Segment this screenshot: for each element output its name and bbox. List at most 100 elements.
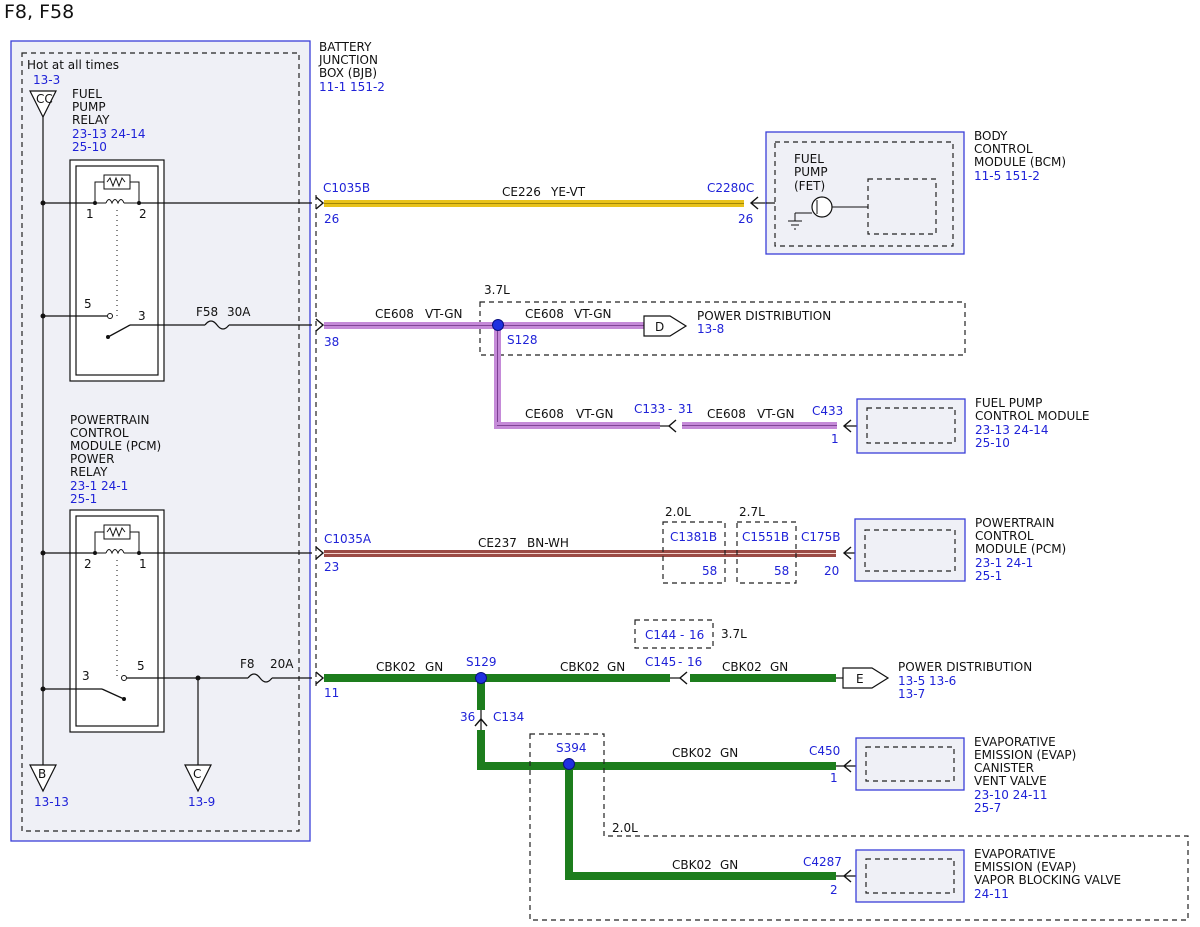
cbk02-color-4: GN [720, 746, 738, 760]
wire-ce608 [324, 322, 837, 429]
pcmr-pin2: 2 [84, 557, 92, 571]
c433-label: C433 [812, 404, 843, 418]
evap-block-name-2: EMISSION (EVAP) [974, 860, 1076, 874]
evap-vent-name-1: EVAPORATIVE [974, 735, 1056, 749]
cbk02-circuit-2: CBK02 [560, 660, 600, 674]
bcm-fet-1: FUEL [794, 152, 824, 166]
svg-text:-: - [680, 628, 684, 642]
c134-pin: 36 [460, 710, 475, 724]
ce608-color-2: VT-GN [574, 307, 611, 321]
bcm-fet-2: PUMP [794, 165, 828, 179]
cbk02-color-3: GN [770, 660, 788, 674]
wire-ce226 [324, 200, 744, 207]
c433-pin: 1 [831, 432, 839, 446]
pd-e-letter: E [856, 672, 864, 686]
c144-label: C144 [645, 628, 676, 642]
body-control-module [765, 131, 965, 255]
c1381b-pin: 58 [702, 564, 717, 578]
s394-label: S394 [556, 741, 587, 755]
evap-vent-refs-2: 25-7 [974, 801, 1001, 815]
fpr-pin5: 5 [84, 297, 92, 311]
evap-vent-name-4: VENT VALVE [974, 774, 1047, 788]
ce237-color: BN-WH [527, 536, 569, 550]
bcm-fet-3: (FET) [794, 179, 825, 193]
battery-junction-box: BATTERY JUNCTION BOX (BJB) 11-1 151-2 Ho… [10, 40, 385, 842]
ground-b-ref: 13-13 [34, 795, 69, 809]
ce237-eng-2-7l: 2.7L [739, 505, 765, 519]
pd-e-label: POWER DISTRIBUTION [898, 660, 1032, 674]
option-3-7l-box-2 [634, 619, 714, 649]
c133-pin: 31 [678, 402, 693, 416]
evap-block-name-3: VAPOR BLOCKING VALVE [974, 873, 1121, 887]
s129-label: S129 [466, 655, 497, 669]
fuel-pump-relay-refs-1: 23-13 24-14 [72, 127, 146, 141]
pcm-relay-name-1: POWERTRAIN [70, 413, 150, 427]
pcm-name-3: MODULE (PCM) [975, 542, 1066, 556]
bjb-refs: 11-1 151-2 [319, 80, 385, 94]
evap-vent-name-2: EMISSION (EVAP) [974, 748, 1076, 762]
cbk02-eng-3-7l: 3.7L [721, 627, 747, 641]
c1551b-label: C1551B [742, 530, 789, 544]
wire-ce237 [324, 550, 836, 557]
ground-cc-icon: CC [29, 90, 57, 119]
c4287-label: C4287 [803, 855, 842, 869]
hot-ref: 13-3 [33, 73, 60, 87]
pcm-name-1: POWERTRAIN [975, 516, 1055, 530]
cbk02-color-5: GN [720, 858, 738, 872]
fpcm-refs-2: 25-10 [975, 436, 1010, 450]
fuse-f58-amp: 30A [227, 305, 251, 319]
bcm-name-3: MODULE (BCM) [974, 155, 1066, 169]
fpcm-refs-1: 23-13 24-14 [975, 423, 1049, 437]
ce608-color-4: VT-GN [757, 407, 794, 421]
c175b-pin: 20 [824, 564, 839, 578]
cbk02-bjb-pin: 11 [324, 686, 339, 700]
wire-cbk02 [324, 674, 836, 880]
pd-d-ref: 13-8 [697, 322, 724, 336]
ce608-engine-label: 3.7L [484, 283, 510, 297]
c144-pin: 16 [689, 628, 704, 642]
pcm-relay-name-3: MODULE (PCM) [70, 439, 161, 453]
cbk02-circuit-1: CBK02 [376, 660, 416, 674]
c1035b-pin: 26 [324, 212, 339, 226]
fpr-pin3: 3 [138, 309, 146, 323]
evap-vent-refs-1: 23-10 24-11 [974, 788, 1048, 802]
pd-d-letter: D [655, 320, 664, 334]
c1381b-label: C1381B [670, 530, 717, 544]
fuel-pump-relay-name-2: PUMP [72, 100, 106, 114]
evap-canister-vent-valve [855, 737, 965, 791]
svg-text:-: - [678, 655, 682, 669]
fpcm-name-1: FUEL PUMP [975, 396, 1042, 410]
c450-label: C450 [809, 744, 840, 758]
bcm-name-2: CONTROL [974, 142, 1033, 156]
ce608-color-3: VT-GN [576, 407, 613, 421]
pcm-power-relay: 2 1 3 5 [69, 509, 165, 733]
c450-pin: 1 [830, 771, 838, 785]
option-2-0l-region [529, 733, 1189, 921]
c1551b-pin: 58 [774, 564, 789, 578]
fpr-pin1: 1 [86, 207, 94, 221]
fuel-pump-relay-refs-2: 25-10 [72, 140, 107, 154]
option-2-7l-box [736, 521, 797, 584]
power-distribution-d-icon [643, 315, 688, 337]
pcm-relay-name-5: RELAY [70, 465, 108, 479]
ce608-circuit-4: CE608 [707, 407, 746, 421]
c133-arrow [667, 419, 677, 433]
bcm-name-1: BODY [974, 129, 1008, 143]
fuel-pump-control-module [856, 398, 966, 454]
fet-icon [811, 196, 833, 218]
ground-c-ref: 13-9 [188, 795, 215, 809]
pd-d-label: POWER DISTRIBUTION [697, 309, 831, 323]
pcm-relay-name-2: CONTROL [70, 426, 129, 440]
splice-s394 [563, 758, 575, 770]
pcm-refs-2: 25-1 [975, 569, 1002, 583]
option-2-0l-box [662, 521, 726, 584]
pcm-relay-refs-1: 23-1 24-1 [70, 479, 128, 493]
c1035a-pin: 23 [324, 560, 339, 574]
svg-text:-: - [668, 402, 672, 416]
svg-text:B: B [38, 767, 46, 781]
c4287-pin: 2 [830, 883, 838, 897]
bjb-name-2: JUNCTION [318, 53, 378, 67]
fuse-f58-icon [204, 320, 230, 330]
pcm-refs-1: 23-1 24-1 [975, 556, 1033, 570]
